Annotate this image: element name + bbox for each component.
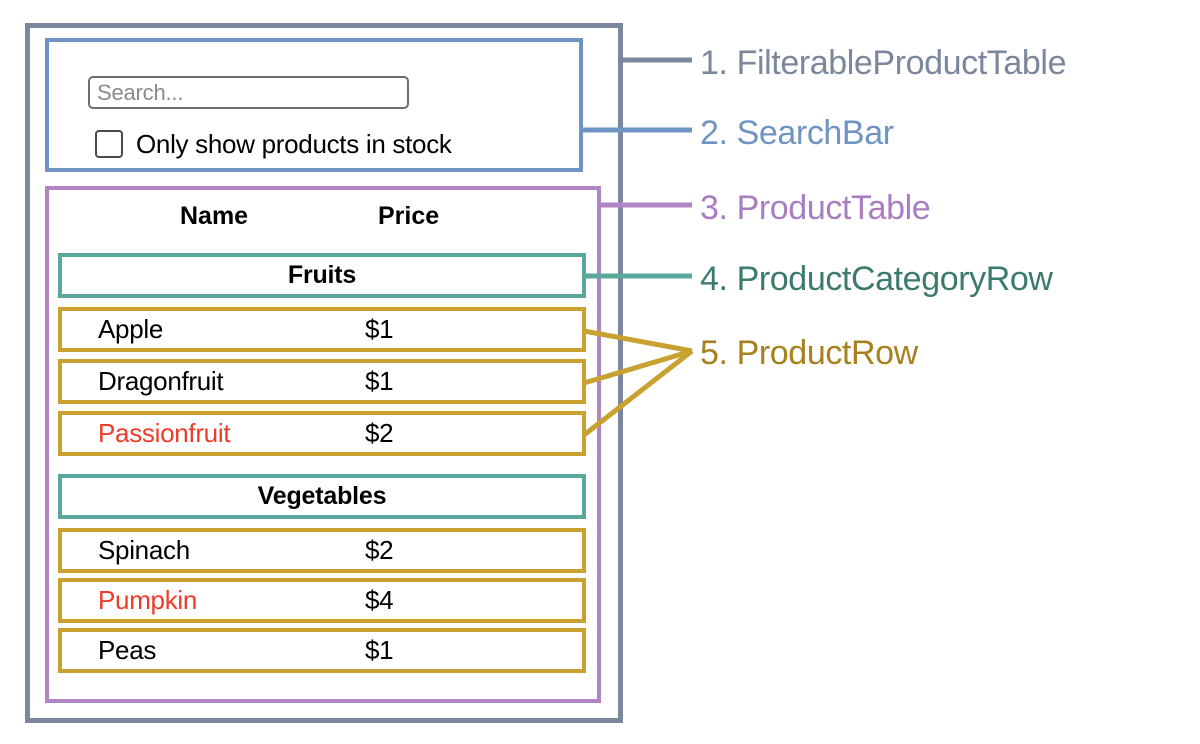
product-table-header: Name Price — [55, 198, 585, 242]
legend-label-product-row: 5. ProductRow — [700, 334, 918, 372]
product-price: $4 — [365, 585, 394, 615]
product-price: $1 — [365, 635, 394, 665]
product-row: Dragonfruit $1 — [58, 359, 586, 404]
product-name: Pumpkin — [98, 585, 198, 615]
in-stock-filter-label: Only show products in stock — [136, 128, 452, 159]
legend-label-search-bar: 2. SearchBar — [700, 114, 894, 152]
product-name: Dragonfruit — [98, 366, 224, 396]
legend-label-product-table: 3. ProductTable — [700, 189, 931, 227]
product-name: Passionfruit — [98, 418, 231, 448]
search-input-placeholder: Search... — [97, 79, 184, 105]
product-name: Peas — [98, 635, 157, 665]
product-row: Apple $1 — [58, 307, 586, 352]
product-row: Spinach $2 — [58, 528, 586, 573]
search-input[interactable]: Search... — [88, 76, 409, 109]
column-header-price: Price — [378, 202, 440, 230]
legend-label-filterable-product-table: 1. FilterableProductTable — [700, 44, 1067, 82]
product-name: Apple — [98, 314, 163, 344]
legend-label-product-category-row: 4. ProductCategoryRow — [700, 260, 1053, 298]
product-category-row: Fruits — [58, 253, 586, 298]
product-category-row: Vegetables — [58, 474, 586, 519]
in-stock-filter-row[interactable]: Only show products in stock — [95, 124, 565, 164]
product-row: Passionfruit $2 — [58, 411, 586, 456]
product-price: $2 — [365, 418, 394, 448]
column-header-name: Name — [180, 202, 249, 230]
product-price: $1 — [365, 366, 394, 396]
product-name: Spinach — [98, 535, 190, 565]
product-row: Pumpkin $4 — [58, 578, 586, 623]
checkbox-icon[interactable] — [95, 130, 123, 158]
product-category-label: Vegetables — [257, 482, 387, 510]
product-row: Peas $1 — [58, 628, 586, 673]
product-category-label: Fruits — [287, 261, 357, 289]
product-price: $2 — [365, 535, 394, 565]
product-price: $1 — [365, 314, 394, 344]
